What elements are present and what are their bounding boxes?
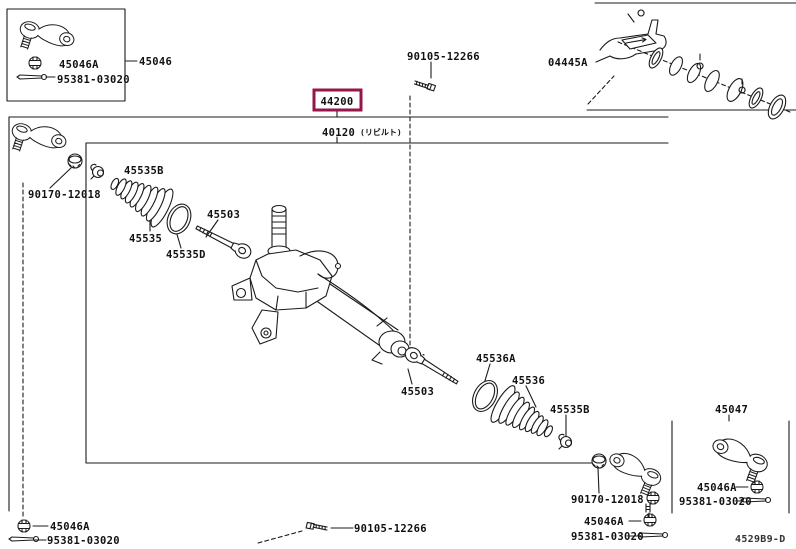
tie-rod-end-drawing-bottom-right	[601, 447, 666, 499]
part-label-tie-rod-end-topbox[interactable]: 45046A	[59, 59, 99, 71]
castle-nut-icon-rh-box	[750, 480, 764, 494]
part-label-cotter-pin-bottom-mid[interactable]: 95381-03020	[571, 531, 644, 543]
frame-lines	[6, 2, 796, 514]
part-label-tie-rod-end-bottom-left[interactable]: 45046A	[50, 521, 90, 533]
part-label-tie-rod-end-rh[interactable]: 45047	[715, 404, 748, 416]
flange-bolt-icon-bottom	[305, 521, 328, 531]
tie-rod-end-rh-drawing	[705, 433, 773, 486]
gasket-kit-box	[586, 2, 796, 111]
part-label-rack-end-left[interactable]: 45503	[207, 209, 240, 221]
gasket-kit-drawing	[595, 9, 787, 120]
part-label-lock-nut-right[interactable]: 90170-12018	[571, 494, 644, 506]
tie-rod-end-group-box	[6, 8, 126, 102]
part-label-tie-rod-end-bottom-mid[interactable]: 45046A	[584, 516, 624, 528]
bolt-bottom-dash	[257, 530, 303, 544]
castle-nut-icon-bottom-mid	[643, 513, 657, 527]
boot-clamp-icon-left	[90, 163, 105, 180]
boot-clamp-icon-right	[558, 433, 573, 450]
steering-boot-drawing-right	[486, 382, 563, 452]
part-label-boot-clamp-right[interactable]: 45535B	[550, 404, 590, 416]
part-label-gasket-kit[interactable]: 04445A	[548, 57, 588, 69]
part-label-steering-boot[interactable]: 45535	[129, 233, 162, 245]
tie-rod-end-drawing-left	[6, 115, 70, 165]
cotter-pin-icon-top	[16, 73, 48, 81]
part-label-flange-bolt-top[interactable]: 90105-12266	[407, 51, 480, 63]
bolt-top-dash	[409, 95, 425, 356]
castle-nut-icon-under-tie-rod	[646, 491, 660, 505]
steering-gear-assembly-drawing	[231, 204, 410, 365]
rebuilt-assembly-box	[85, 142, 669, 464]
tie-rod-end-rh-box	[671, 420, 790, 514]
part-label-cotter-pin-topbox[interactable]: 95381-03020	[57, 74, 130, 86]
lock-nut-icon-left	[67, 153, 83, 169]
highlight-box	[312, 88, 363, 112]
part-label-boot-clamp-left[interactable]: 45535B	[124, 165, 164, 177]
part-label-gear-assembly[interactable]: 44200	[320, 96, 353, 108]
part-label-cotter-pin-bottom-left[interactable]: 95381-03020	[47, 535, 120, 547]
part-label-lock-nut-left[interactable]: 90170-12018	[28, 189, 101, 201]
selected-part-callout[interactable]: 44200	[312, 88, 363, 112]
castle-nut-icon-bottom-left	[17, 519, 31, 533]
flange-bolt-icon-top	[413, 80, 437, 92]
rebuilt-note: (リビルト)	[360, 127, 402, 137]
gasket-kit-axis-dash	[617, 41, 791, 113]
part-label-boot-clip[interactable]: 45535D	[166, 249, 206, 261]
stud-icon-bottom-right	[645, 503, 651, 513]
part-label-cotter-pin-rhbox[interactable]: 95381-03020	[679, 496, 752, 508]
cotter-pin-icon-bottom-left	[8, 535, 40, 543]
part-label-gear-assembly-rebuilt[interactable]: 40120	[322, 127, 355, 139]
tie-rod-end-drawing-top	[14, 13, 78, 63]
lock-nut-icon-right	[591, 453, 607, 469]
part-label-rack-end-right[interactable]: 45503	[401, 386, 434, 398]
boot-clamp-rh-drawing	[472, 379, 498, 413]
part-label-steering-boot-rh[interactable]: 45536	[512, 375, 545, 387]
figure-code: 4529B9-D	[735, 534, 786, 545]
boot-clip-drawing	[166, 203, 192, 235]
castle-nut-icon-top	[28, 56, 42, 70]
part-label-flange-bolt-bottom[interactable]: 90105-12266	[354, 523, 427, 535]
gasket-kit-arm-dash	[587, 75, 615, 105]
part-label-tie-rod-end-rhbox[interactable]: 45046A	[697, 482, 737, 494]
part-label-boot-clamp-rh[interactable]: 45536A	[476, 353, 516, 365]
part-label-tie-rod-end-sub-assy[interactable]: 45046	[139, 56, 172, 68]
